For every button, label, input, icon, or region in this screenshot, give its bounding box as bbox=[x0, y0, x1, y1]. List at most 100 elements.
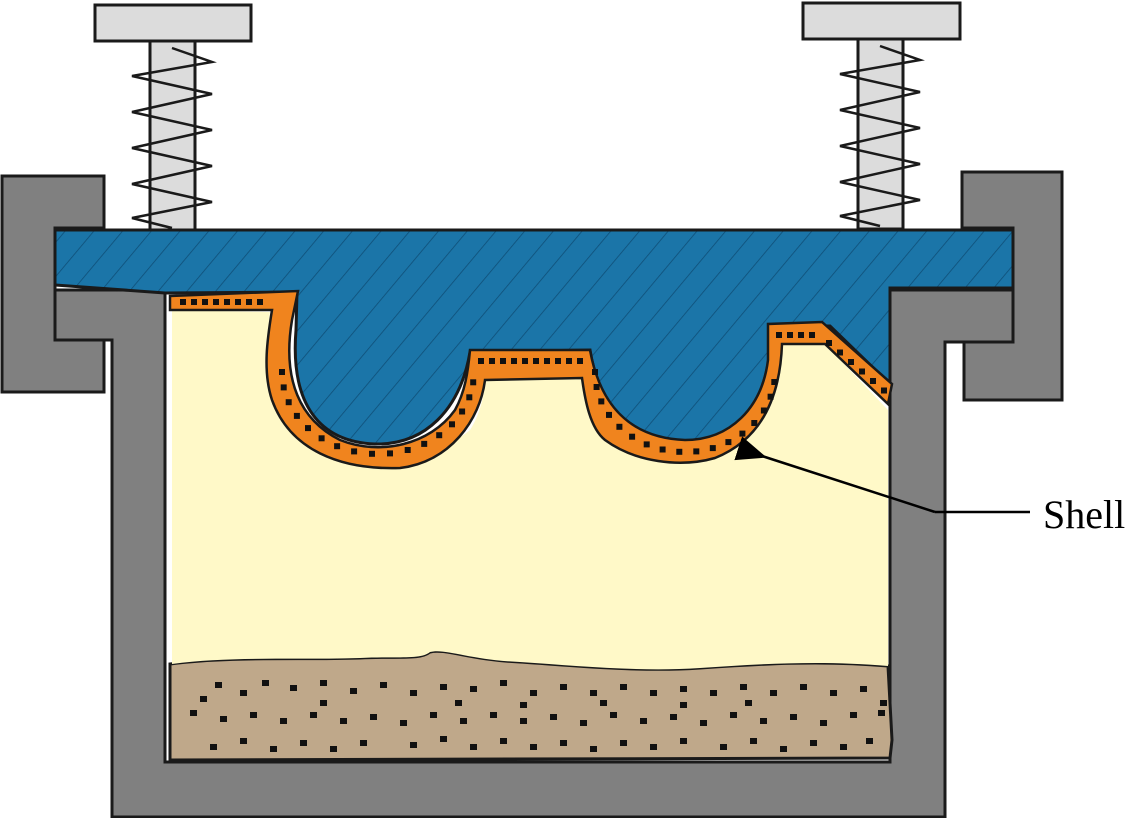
base-speckle bbox=[500, 680, 507, 686]
right-clamp-screw bbox=[801, 1, 962, 231]
base-speckle bbox=[460, 718, 467, 724]
base-layer bbox=[168, 649, 894, 762]
shell-speckle bbox=[224, 299, 230, 305]
base-speckle bbox=[360, 740, 367, 746]
base-speckle bbox=[780, 746, 787, 752]
shell-speckle bbox=[739, 430, 746, 437]
right-spring bbox=[839, 44, 925, 228]
base-speckle bbox=[830, 690, 837, 696]
shell-speckle bbox=[180, 299, 186, 305]
base-speckle bbox=[880, 700, 887, 706]
shell-speckle bbox=[787, 332, 793, 338]
base-speckles bbox=[190, 680, 887, 752]
shell-label: Shell bbox=[1043, 492, 1125, 537]
shell-speckle bbox=[246, 299, 252, 305]
base-speckle bbox=[650, 690, 657, 696]
shell-speckle bbox=[826, 340, 832, 346]
shell-speckle bbox=[616, 423, 623, 430]
shell-speckle bbox=[500, 358, 506, 364]
base-speckle bbox=[520, 702, 527, 708]
shell-speckle bbox=[470, 379, 477, 386]
base-speckle bbox=[262, 680, 269, 686]
shell-speckle bbox=[318, 435, 325, 442]
base-speckle bbox=[800, 684, 807, 690]
base-speckle bbox=[430, 712, 437, 718]
base-speckle bbox=[745, 700, 752, 706]
base-speckle bbox=[560, 684, 567, 690]
shell-speckle bbox=[555, 358, 561, 364]
shell-speckle bbox=[459, 408, 466, 415]
shell-speckle bbox=[676, 448, 683, 455]
base-speckle bbox=[740, 684, 747, 690]
base-speckle bbox=[866, 738, 873, 744]
base-speckle bbox=[310, 712, 317, 718]
base-speckle bbox=[280, 718, 287, 724]
shell-speckle bbox=[533, 358, 539, 364]
base-speckle bbox=[240, 738, 247, 744]
base-speckle bbox=[650, 744, 657, 750]
shell-speckle bbox=[293, 412, 300, 419]
shell-speckle bbox=[606, 411, 612, 418]
shell-speckle bbox=[870, 378, 876, 384]
base-speckle bbox=[700, 720, 707, 726]
shell-speckle bbox=[449, 421, 455, 428]
base-speckle bbox=[790, 714, 797, 720]
shell-speckle bbox=[436, 432, 443, 439]
base-speckle bbox=[580, 720, 587, 726]
base-speckle bbox=[440, 736, 447, 742]
base-speckle bbox=[820, 720, 827, 726]
base-speckle bbox=[640, 718, 647, 724]
base-speckle bbox=[760, 718, 767, 724]
shell-speckle bbox=[592, 369, 598, 375]
shell-speckle bbox=[202, 299, 208, 305]
base-speckle bbox=[300, 740, 307, 746]
left-spring bbox=[131, 46, 217, 230]
base-speckle bbox=[720, 744, 727, 750]
shell-speckle bbox=[848, 359, 854, 365]
base-speckle bbox=[610, 712, 617, 718]
shell bbox=[168, 289, 894, 470]
base-speckle bbox=[750, 738, 757, 744]
base-speckle bbox=[860, 686, 867, 692]
base-speckle bbox=[350, 688, 357, 694]
base-speckle bbox=[370, 714, 377, 720]
flask-frame bbox=[0, 170, 1064, 818]
shell-speckle bbox=[577, 358, 583, 364]
base-speckle bbox=[220, 716, 227, 722]
shell-speckle bbox=[837, 349, 843, 356]
shell-speckle bbox=[213, 299, 219, 305]
shell-speckle bbox=[522, 358, 528, 364]
base-speckle bbox=[590, 746, 597, 752]
left-clamp-screw bbox=[93, 3, 253, 232]
base-speckle bbox=[240, 690, 247, 696]
shell-speckle bbox=[881, 387, 887, 394]
shell-speckle bbox=[387, 450, 393, 457]
shell-speckle bbox=[334, 443, 341, 450]
shell-speckle bbox=[776, 332, 782, 338]
base-speckle bbox=[320, 680, 327, 686]
shell-speckle bbox=[235, 299, 241, 305]
shell-speckle bbox=[511, 358, 517, 364]
base-speckle bbox=[340, 718, 347, 724]
shell-speckle bbox=[593, 384, 600, 390]
base-speckle bbox=[290, 685, 297, 691]
base-speckle bbox=[440, 684, 447, 690]
base-speckle bbox=[455, 700, 462, 706]
base-speckle bbox=[380, 682, 387, 688]
base-speckle bbox=[400, 720, 407, 726]
shell-speckle bbox=[725, 439, 732, 446]
shell-speckle bbox=[285, 399, 292, 406]
base-speckle bbox=[670, 714, 677, 720]
base-speckle bbox=[200, 696, 207, 702]
base-speckle bbox=[270, 746, 277, 752]
base-speckle bbox=[710, 690, 717, 696]
shell-speckle bbox=[257, 299, 263, 305]
base-speckle bbox=[320, 700, 327, 706]
base-speckle bbox=[878, 710, 885, 716]
shell-speckle bbox=[566, 358, 572, 364]
base-speckle bbox=[600, 700, 607, 706]
base-speckle bbox=[530, 744, 537, 750]
base-speckle bbox=[850, 712, 857, 718]
shell-speckle bbox=[404, 447, 411, 453]
